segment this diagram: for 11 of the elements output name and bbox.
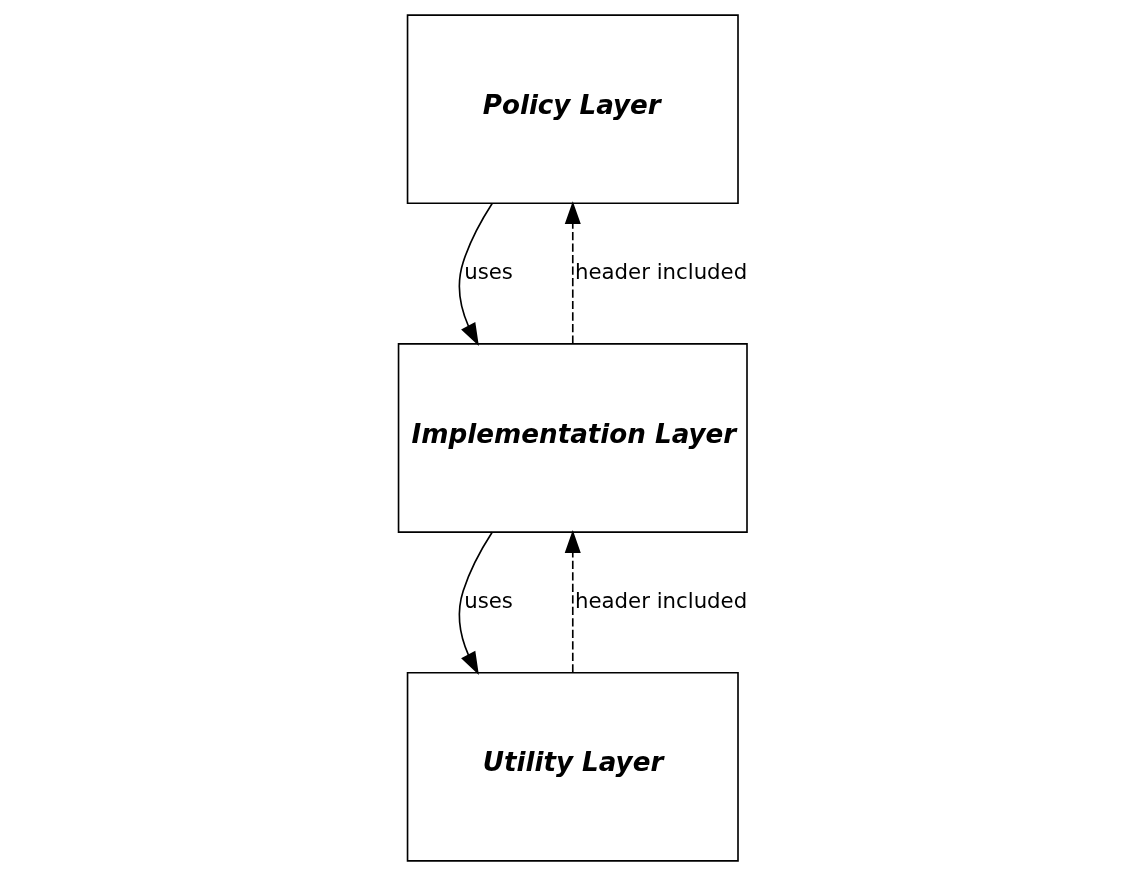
arrow [458,531,493,675]
arrow [458,202,493,347]
arrow [564,530,581,674]
edge-label: uses [464,587,513,613]
arrow [564,201,581,345]
edge-label: header included [575,587,748,613]
node-box: Utility Layer [406,671,739,862]
edge-label: uses [464,259,513,285]
node-box: Policy Layer [406,14,739,205]
edge-label: header included [575,259,748,285]
node-box: Implementation Layer [397,343,748,533]
